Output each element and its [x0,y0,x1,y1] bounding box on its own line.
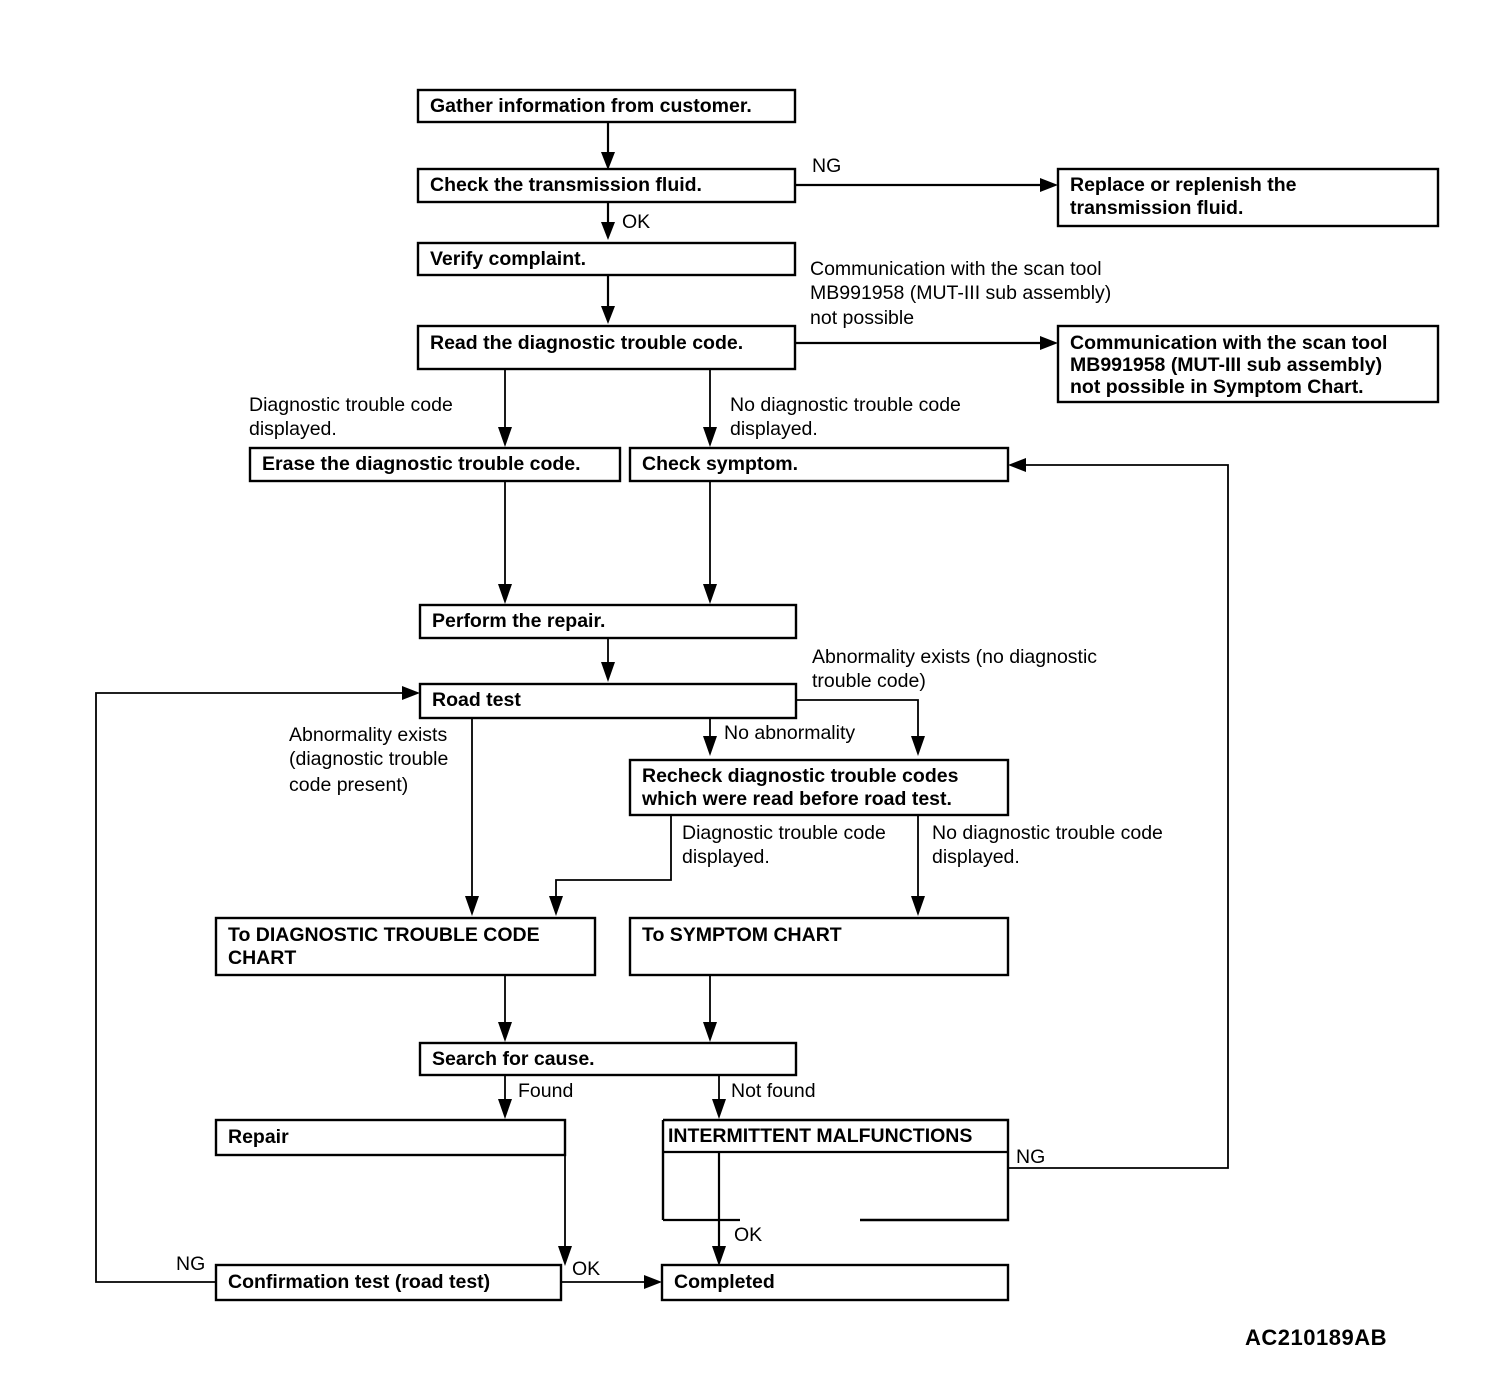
svg-text:Diagnostic trouble code: Diagnostic trouble code [682,822,886,844]
node-label-line1: Communication with the scan tool [1070,332,1387,354]
node-label: Confirmation test (road test) [228,1271,490,1293]
connector-confirmation-ng-feedback [95,686,420,1283]
connector-road-test-abnormality-no-dtc [796,699,925,756]
connector-dtc-chart-to-search [498,975,512,1042]
node-label: Erase the diagnostic trouble code. [262,453,581,475]
node-verify-complaint[interactable]: Verify complaint. [416,241,797,277]
svg-text:displayed.: displayed. [730,418,818,440]
edge-label-no-abnormality: No abnormality [724,722,855,744]
node-road-test[interactable]: Road test [418,682,798,720]
edge-label-abnormality-no-dtc: Abnormality exists (no diagnostic troubl… [812,646,1097,692]
node-label: Check symptom. [642,453,798,475]
connector-erase-to-perform [498,481,512,604]
edge-label-ok-confirmation: OK [572,1258,600,1280]
connector-symptom-chart-to-search [703,975,717,1042]
svg-text:MB991958 (MUT-III sub assembly: MB991958 (MUT-III sub assembly) [810,282,1111,304]
node-replace-transmission-fluid[interactable]: Replace or replenish the transmission fl… [1056,167,1440,228]
svg-text:displayed.: displayed. [249,418,337,440]
connector-perform-to-road-test [601,638,615,682]
edge-label-found: Found [518,1080,573,1102]
connector-recheck-dtc-displayed [549,815,672,916]
node-confirmation-test[interactable]: Confirmation test (road test) [214,1263,563,1302]
node-communication-symptom-chart[interactable]: Communication with the scan tool MB99195… [1056,324,1440,404]
connector-check-fluid-ng [795,178,1058,192]
node-label-line2: CHART [228,947,296,969]
edge-label-ng-confirmation: NG [176,1253,205,1275]
node-label-line1: Replace or replenish the [1070,174,1297,196]
connector-check-fluid-to-verify [601,202,615,240]
node-intermittent-malfunctions[interactable]: INTERMITTENT MALFUNCTIONS [661,1118,1010,1222]
edge-label-dtc-displayed-2: Diagnostic trouble code displayed. [682,822,886,868]
node-completed[interactable]: Completed [660,1263,1010,1302]
connector-intermittent-to-completed [712,1153,726,1266]
figure-code: AC210189AB [1245,1325,1387,1350]
connector-road-test-to-dtc-chart [465,718,479,916]
connector-repair-to-confirmation [558,1155,572,1266]
node-label-line2: transmission fluid. [1070,197,1243,219]
node-label: Completed [674,1271,775,1293]
node-to-diagnostic-trouble-code-chart[interactable]: To DIAGNOSTIC TROUBLE CODE CHART [214,916,597,977]
node-label-line1: To DIAGNOSTIC TROUBLE CODE [228,924,540,946]
svg-text:trouble code): trouble code) [812,670,926,692]
node-to-symptom-chart[interactable]: To SYMPTOM CHART [628,916,1010,977]
edge-label-not-found: Not found [731,1080,816,1102]
svg-text:Abnormality exists (no diagnos: Abnormality exists (no diagnostic [812,646,1097,668]
node-check-symptom[interactable]: Check symptom. [628,446,1010,483]
svg-text:Communication with the scan to: Communication with the scan tool [810,258,1102,280]
node-label-line1: Recheck diagnostic trouble codes [642,765,959,787]
node-label: Repair [228,1126,289,1148]
node-label: Read the diagnostic trouble code. [430,332,743,354]
connector-verify-to-read-dtc [601,275,615,324]
node-label: Perform the repair. [432,610,605,632]
svg-text:Diagnostic trouble code: Diagnostic trouble code [249,394,453,416]
node-check-transmission-fluid[interactable]: Check the transmission fluid. [416,167,797,204]
connector-confirmation-to-completed [561,1275,662,1289]
node-perform-the-repair[interactable]: Perform the repair. [418,603,798,640]
edge-label-ok-fluid: OK [622,211,650,233]
node-erase-diagnostic-trouble-code[interactable]: Erase the diagnostic trouble code. [248,446,622,483]
node-label: To SYMPTOM CHART [642,924,842,946]
node-recheck-diagnostic-trouble-codes[interactable]: Recheck diagnostic trouble codes which w… [628,758,1010,817]
node-label-line3: not possible in Symptom Chart. [1070,376,1364,398]
svg-text:displayed.: displayed. [682,846,770,868]
node-repair[interactable]: Repair [214,1118,567,1157]
edge-label-dtc-displayed: Diagnostic trouble code displayed. [249,394,453,440]
connector-search-to-repair [498,1075,512,1119]
edge-label-communication-note: Communication with the scan tool MB99195… [810,258,1111,329]
svg-text:No diagnostic trouble code: No diagnostic trouble code [730,394,961,416]
svg-text:code present): code present) [289,774,408,796]
connector-recheck-no-dtc-displayed [911,815,925,916]
connector-read-dtc-to-comm [795,336,1058,350]
edge-label-ok-intermittent: OK [734,1224,762,1246]
node-label-line2: MB991958 (MUT-III sub assembly) [1070,354,1382,376]
node-read-diagnostic-trouble-code[interactable]: Read the diagnostic trouble code. [416,324,797,371]
node-label-line2: which were read before road test. [641,788,952,810]
node-label: Verify complaint. [430,248,586,270]
connector-road-test-to-recheck [703,718,717,756]
edge-label-abnormality-dtc-present: Abnormality exists (diagnostic trouble c… [289,724,448,796]
node-label: INTERMITTENT MALFUNCTIONS [668,1125,972,1147]
node-label: Search for cause. [432,1048,595,1070]
node-gather-information[interactable]: Gather information from customer. [416,88,797,124]
node-label: Road test [432,689,521,711]
connector-read-dtc-to-check-symptom [703,369,717,447]
node-label: Check the transmission fluid. [430,174,702,196]
svg-text:not possible: not possible [810,307,914,329]
edge-label-no-dtc-displayed: No diagnostic trouble code displayed. [730,394,961,440]
svg-text:(diagnostic trouble: (diagnostic trouble [289,748,448,770]
connector-gather-to-check-fluid [601,122,615,170]
edge-label-ng-fluid: NG [812,155,841,177]
node-label: Gather information from customer. [430,95,752,117]
connector-intermittent-ng-feedback [1008,458,1229,1169]
svg-text:displayed.: displayed. [932,846,1020,868]
connector-check-symptom-to-perform [703,481,717,604]
svg-text:No diagnostic trouble code: No diagnostic trouble code [932,822,1163,844]
edge-label-ng-intermittent: NG [1016,1146,1045,1168]
connector-read-dtc-to-erase [498,369,512,447]
edge-label-no-dtc-displayed-2: No diagnostic trouble code displayed. [932,822,1163,868]
node-search-for-cause[interactable]: Search for cause. [418,1041,798,1077]
svg-text:Abnormality exists: Abnormality exists [289,724,447,746]
connector-search-to-intermittent [712,1075,726,1119]
